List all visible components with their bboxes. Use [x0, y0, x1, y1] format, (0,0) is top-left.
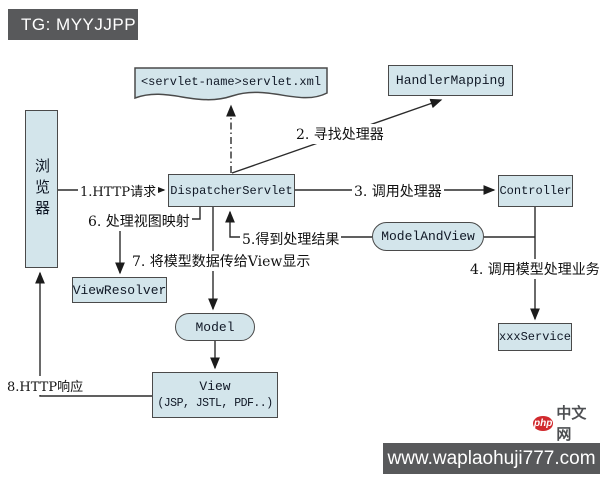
edge-view-mapping-elbow [191, 207, 201, 220]
edge-label-6-view-mapping: 6. 处理视图映射 [86, 211, 192, 231]
edge-label-5-return-result: 5.得到处理结果 [240, 229, 342, 249]
node-browser-label: 浏览器 [33, 157, 51, 221]
edge-label-7-pass-model-to-view: 7. 将模型数据传给View显示 [130, 251, 313, 271]
node-model-and-view: ModelAndView [372, 222, 484, 251]
php-logo-oval: php [533, 415, 554, 431]
edge-http-response [35, 271, 152, 397]
node-xxx-service-label: xxxService [499, 330, 572, 344]
edge-label-3-invoke-handler: 3. 调用处理器 [352, 181, 444, 201]
node-controller: Controller [498, 175, 573, 207]
node-dispatcher-servlet-label: DispatcherServlet [170, 183, 293, 198]
node-view-sublabel: (JSP, JSTL, PDF..) [157, 397, 273, 410]
php-logo-cn-text: 中文网 [556, 405, 587, 443]
edge-label-4-invoke-service: 4. 调用模型处理业务 [468, 259, 600, 279]
node-model-and-view-label: ModelAndView [381, 229, 475, 244]
node-view: View (JSP, JSTL, PDF..) [152, 372, 278, 418]
edge-label-8-http-response: 8.HTTP响应 [5, 376, 86, 395]
edge-label-1-http-request: 1.HTTP请求 [78, 181, 159, 200]
php-cn-logo: php 中文网 [533, 402, 600, 444]
node-model: Model [175, 313, 255, 341]
servlet-xml-document-shape [134, 67, 328, 101]
tg-watermark-badge: TG: MYYJJPP [8, 9, 138, 40]
node-browser: 浏览器 [25, 110, 58, 268]
node-controller-label: Controller [499, 184, 572, 198]
node-handler-mapping-label: HandlerMapping [395, 73, 506, 88]
node-dispatcher-servlet: DispatcherServlet [168, 174, 295, 207]
node-view-resolver: ViewResolver [72, 277, 167, 303]
node-model-label: Model [195, 319, 235, 335]
node-view-resolver-label: ViewResolver [72, 282, 167, 298]
url-watermark-bar: www.waplaohuji777.com [383, 443, 600, 474]
node-handler-mapping: HandlerMapping [388, 65, 513, 96]
node-xxx-service: xxxService [498, 323, 572, 351]
node-view-label: View [199, 379, 231, 394]
node-servlet-xml-label: <servlet-name>servlet.xml [140, 75, 322, 89]
edge-label-2-find-handler: 2. 寻找处理器 [294, 124, 386, 144]
node-servlet-xml: <servlet-name>servlet.xml [135, 68, 327, 96]
